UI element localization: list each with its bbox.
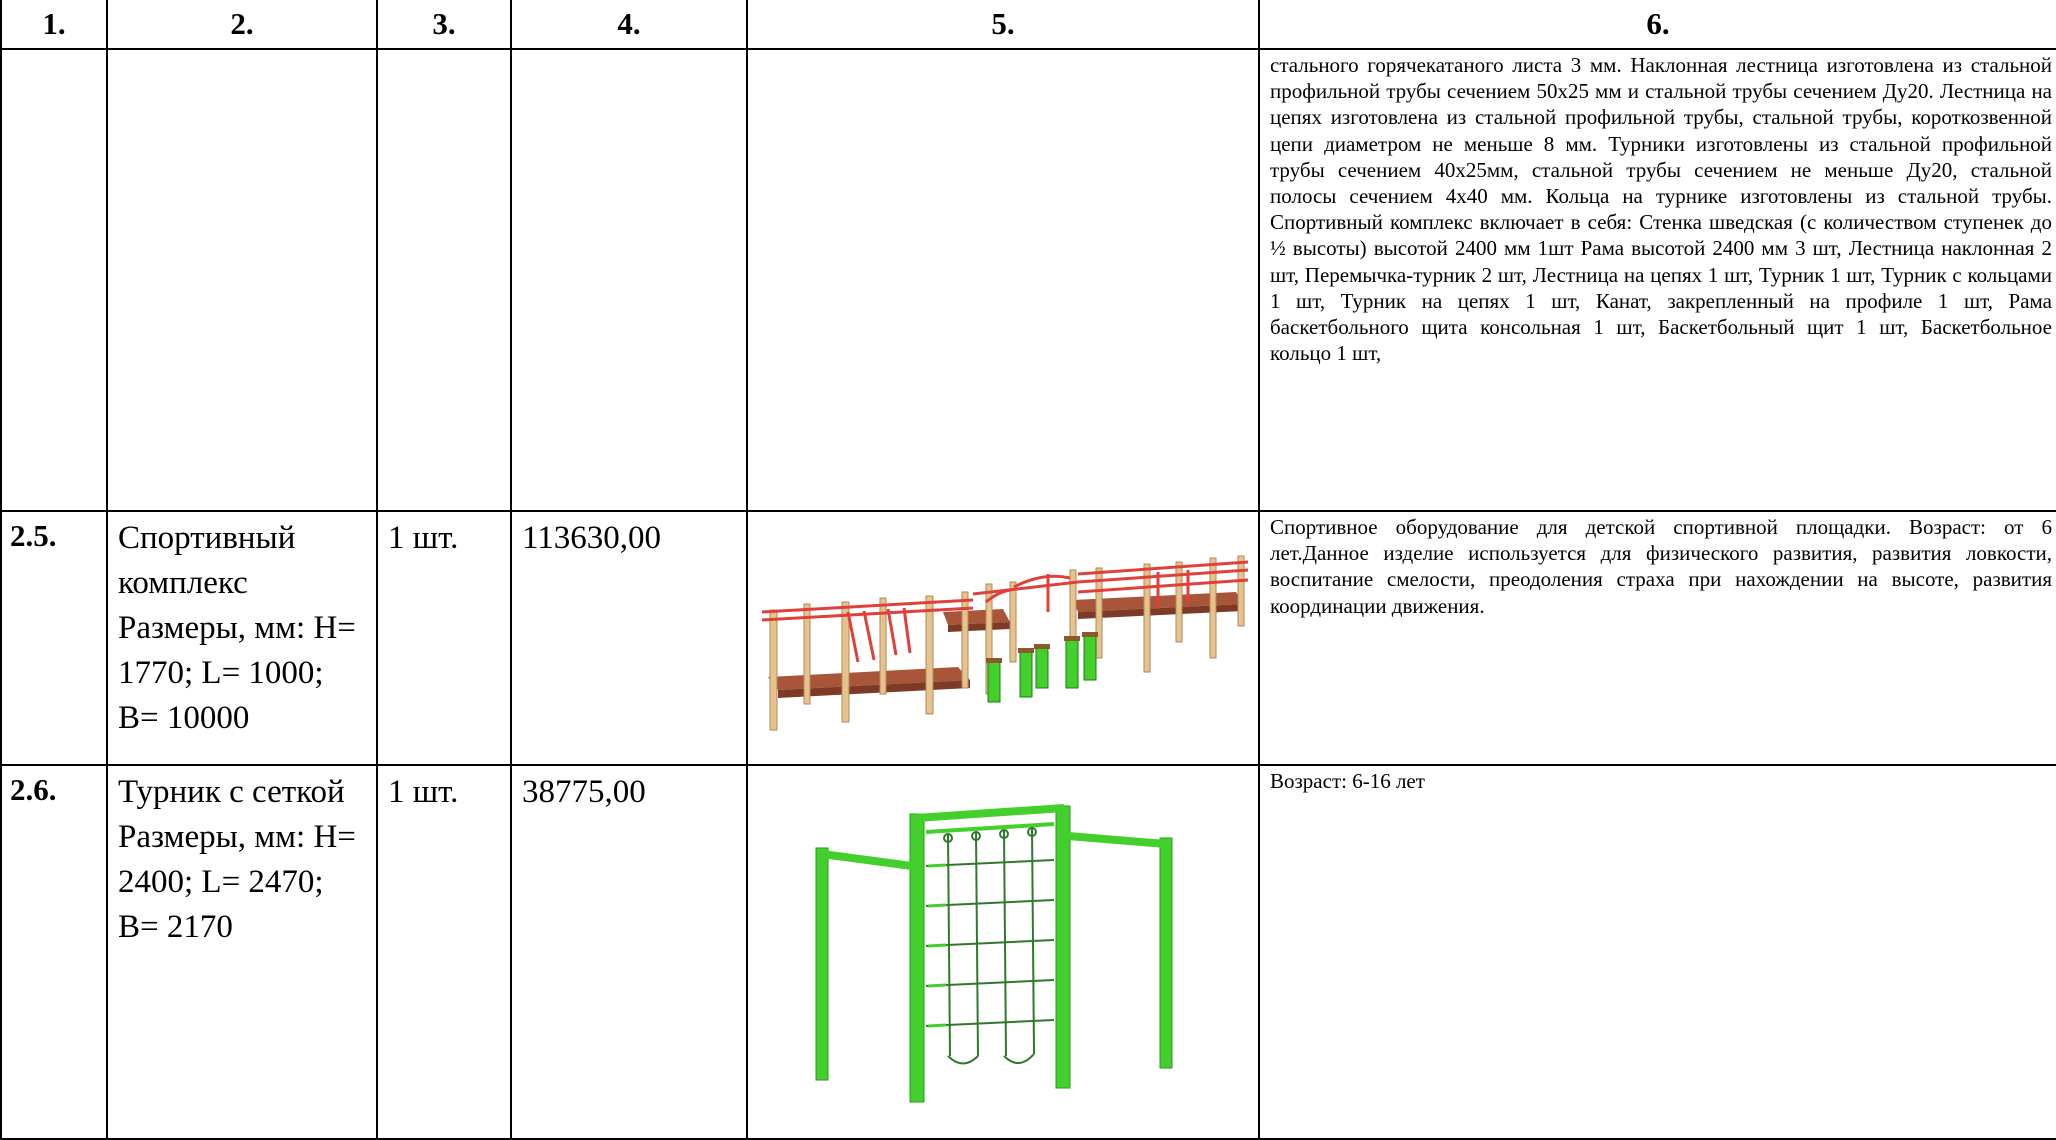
header-col-3: 3. (376, 0, 512, 50)
complex-stepping-posts (987, 635, 1097, 703)
item-quantity: 1 шт. (376, 764, 512, 1140)
item-name: Спортивный комплекс Размеры, мм: H= 1770… (106, 510, 378, 766)
header-col-2: 2. (106, 0, 378, 50)
header-col-4: 4. (510, 0, 748, 50)
item-description: стального горячекатаного листа 3 мм. Нак… (1258, 48, 2056, 512)
complex-step-tops (986, 632, 1098, 663)
sports-complex-image (761, 555, 1249, 731)
item-description: Возраст: 6-16 лет (1258, 764, 2056, 1140)
row-number: 2.6. (0, 764, 108, 1140)
item-price: 38775,00 (510, 764, 748, 1140)
item-quantity (376, 48, 512, 512)
item-name (106, 48, 378, 512)
item-price: 113630,00 (510, 510, 748, 766)
row-number: 2.5. (0, 510, 108, 766)
header-col-5: 5. (746, 0, 1260, 50)
item-image-cell (746, 48, 1260, 512)
header-row: 1. 2. 3. 4. 5. 6. (0, 0, 2056, 50)
pullup-rungs (927, 863, 947, 1028)
item-image-cell (746, 510, 1260, 766)
header-col-6: 6. (1258, 0, 2056, 50)
pullup-side-posts (815, 805, 1173, 1103)
pullup-bars (821, 804, 1167, 870)
header-col-1: 1. (0, 0, 108, 50)
pullup-bar-net-image (815, 804, 1173, 1103)
row-number (0, 48, 108, 512)
complex-posts (769, 555, 1245, 731)
item-quantity: 1 шт. (376, 510, 512, 766)
item-description: Спортивное оборудование для детской спор… (1258, 510, 2056, 766)
item-price (510, 48, 748, 512)
table-row-2-5: 2.5. Спортивный комплекс Размеры, мм: H=… (0, 510, 2056, 766)
pullup-net-frame (925, 822, 1055, 834)
pullup-rope-net (925, 827, 1055, 1065)
item-name: Турник с сеткой Размеры, мм: H= 2400; L=… (106, 764, 378, 1140)
complex-rails (761, 560, 1249, 663)
table-row-continuation: стального горячекатаного листа 3 мм. Нак… (0, 48, 2056, 512)
item-image-cell (746, 764, 1260, 1140)
table-row-2-6: 2.6. Турник с сеткой Размеры, мм: H= 240… (0, 764, 2056, 1140)
